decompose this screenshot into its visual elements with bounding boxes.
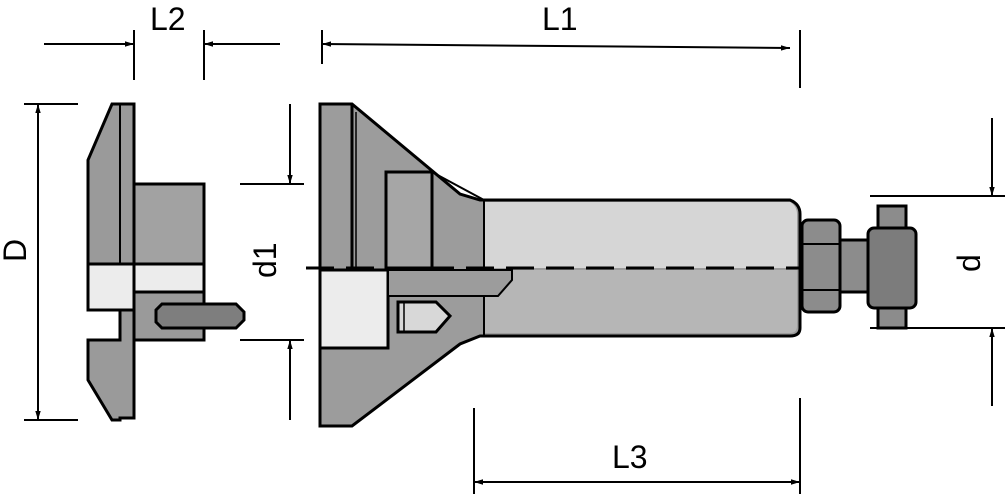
main-tool-body xyxy=(306,102,900,428)
nut-and-clamp xyxy=(800,204,918,330)
dimension-lines xyxy=(24,30,1005,494)
label-L3: L3 xyxy=(612,439,648,475)
label-L2: L2 xyxy=(150,1,186,37)
label-d1: d1 xyxy=(247,242,283,278)
label-L1: L1 xyxy=(542,1,578,37)
label-D: D xyxy=(0,239,33,262)
side-view-part xyxy=(86,102,246,422)
label-d: d xyxy=(951,254,987,272)
